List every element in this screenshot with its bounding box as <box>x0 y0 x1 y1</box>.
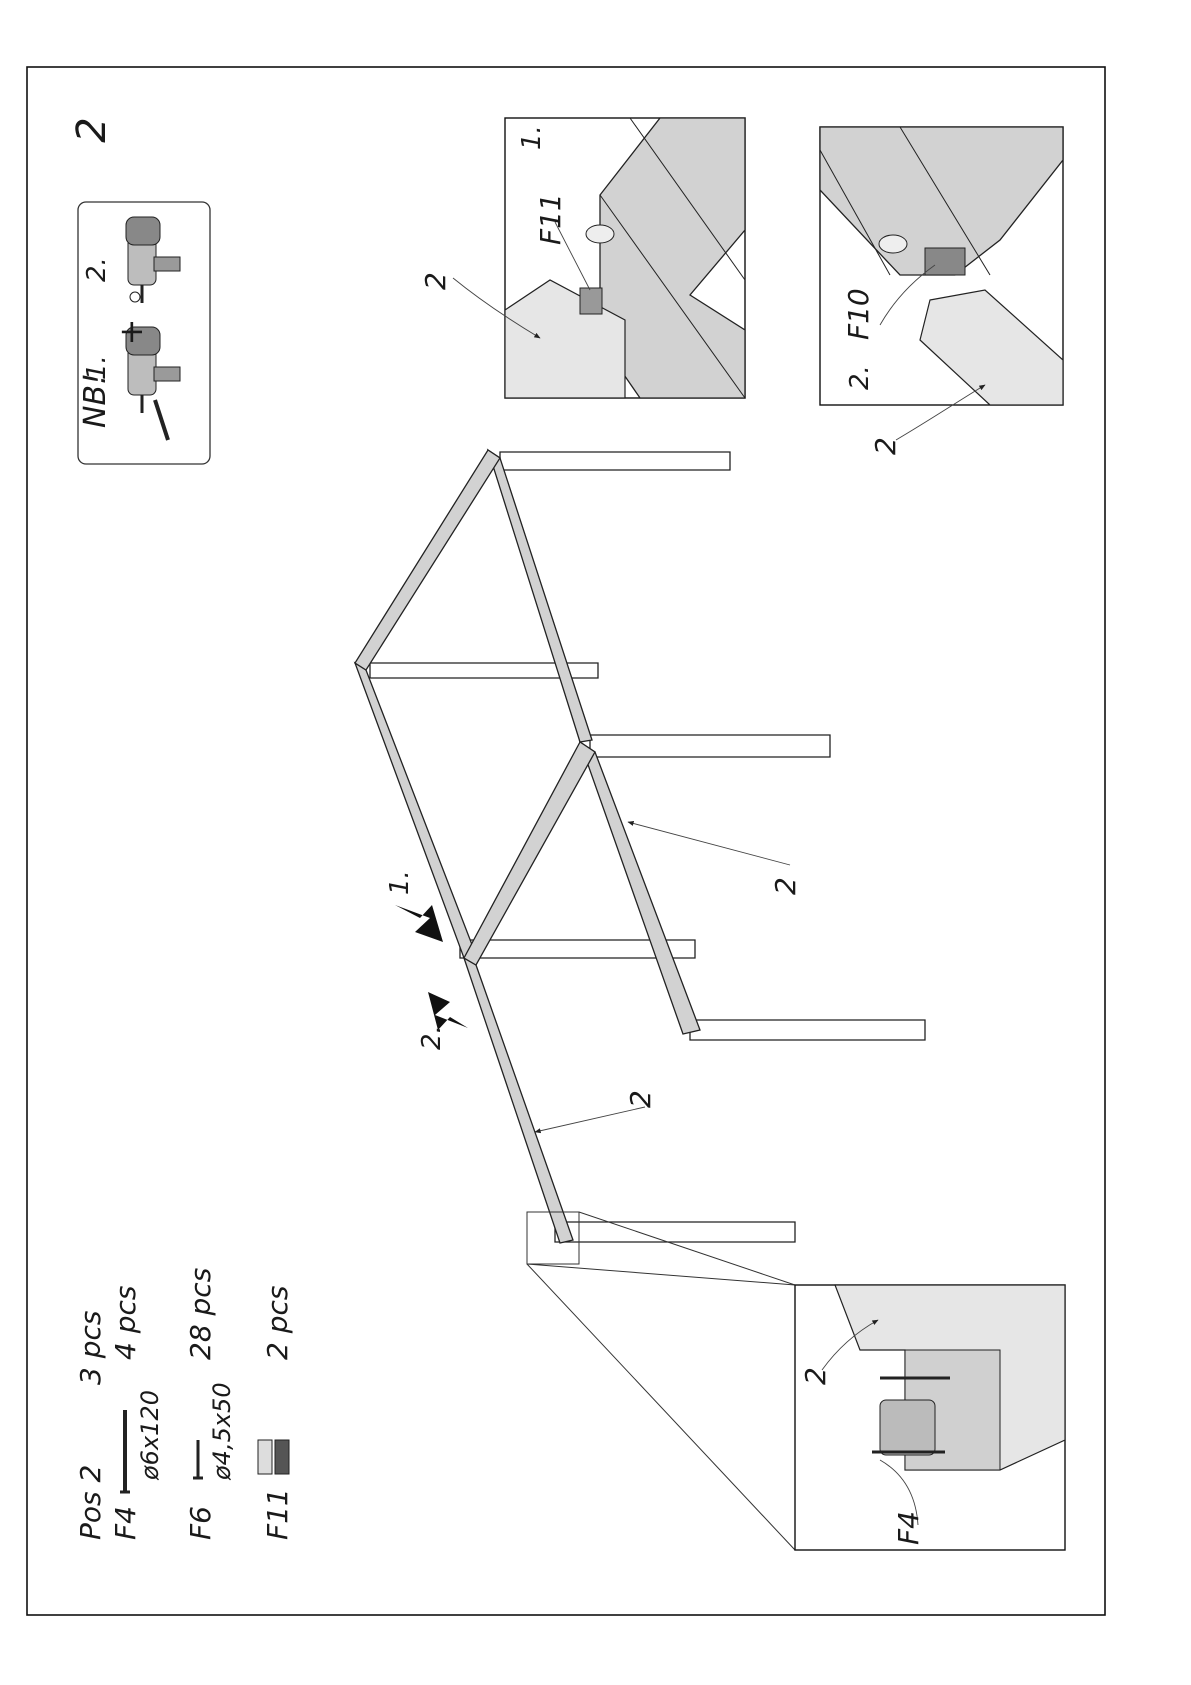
pos-label: Pos 2 <box>74 1465 107 1540</box>
detail-2-fitting-label: F10 <box>842 288 875 340</box>
f6-spec: ø4,5x50 <box>208 1382 236 1481</box>
push-arrow-1 <box>395 905 443 942</box>
detail-3: 2 F4 <box>795 1285 1065 1550</box>
f11-bracket <box>580 288 602 314</box>
parts-list: Pos 2 3 pcs F4 ø6x120 4 pcs F6 ø4,5x50 2… <box>74 1268 294 1540</box>
callout-part-b: 2 <box>624 1090 657 1108</box>
dowel <box>880 1400 935 1455</box>
rail-back-right <box>580 742 700 1034</box>
dowel <box>586 225 614 243</box>
detail-2-part-label: 2 <box>869 437 902 455</box>
f4-spec: ø6x120 <box>136 1390 164 1481</box>
leg <box>555 1222 795 1242</box>
f4-qty: 4 pcs <box>109 1286 142 1360</box>
detail-3-fitting-label: F4 <box>892 1511 925 1545</box>
notice-step-2: 2. <box>82 257 112 282</box>
f6-label: F6 <box>184 1506 217 1540</box>
main-arrow-2-label: 2. <box>417 1025 447 1050</box>
legs <box>370 452 925 1242</box>
detail-1-fitting-label: F11 <box>534 193 567 245</box>
detail-1-part-label: 2 <box>419 272 452 290</box>
notice-step-1: 1. <box>82 355 112 380</box>
step-number: 2 <box>69 117 115 142</box>
rail-back <box>488 450 592 742</box>
push-arrow-2 <box>428 992 468 1030</box>
detail-2-step: 2. <box>845 365 875 390</box>
pos-qty: 3 pcs <box>74 1311 107 1385</box>
detail-1: 1. F11 2 <box>419 118 745 398</box>
cross-beam <box>355 450 500 670</box>
f11-label: F11 <box>261 1488 294 1540</box>
short-screw-icon <box>193 1440 203 1478</box>
detail-2: 2. F10 2 <box>820 127 1063 455</box>
f6-qty: 28 pcs <box>184 1268 217 1360</box>
main-arrow-1-label: 1. <box>385 870 415 895</box>
rail-front-right <box>464 958 573 1243</box>
f10-bracket <box>925 248 965 275</box>
leg <box>590 735 830 757</box>
dowel <box>879 235 907 253</box>
zoom-line <box>527 1264 795 1285</box>
leg <box>690 1020 925 1040</box>
nb-label: NB! <box>78 373 113 428</box>
callout-part-a: 2 <box>769 877 802 895</box>
plus-sign: + <box>112 319 150 346</box>
tool-notice: NB! 1. + 2. <box>78 202 210 464</box>
long-screw-icon <box>120 1410 130 1492</box>
zoom-line <box>527 1264 795 1550</box>
leg <box>500 452 730 470</box>
f4-label: F4 <box>109 1506 142 1540</box>
detail-1-step: 1. <box>517 125 547 150</box>
cross-beam <box>464 742 595 965</box>
bracket-icon <box>258 1440 289 1474</box>
detail-3-part-label: 2 <box>799 1367 832 1385</box>
f11-qty: 2 pcs <box>261 1286 294 1360</box>
